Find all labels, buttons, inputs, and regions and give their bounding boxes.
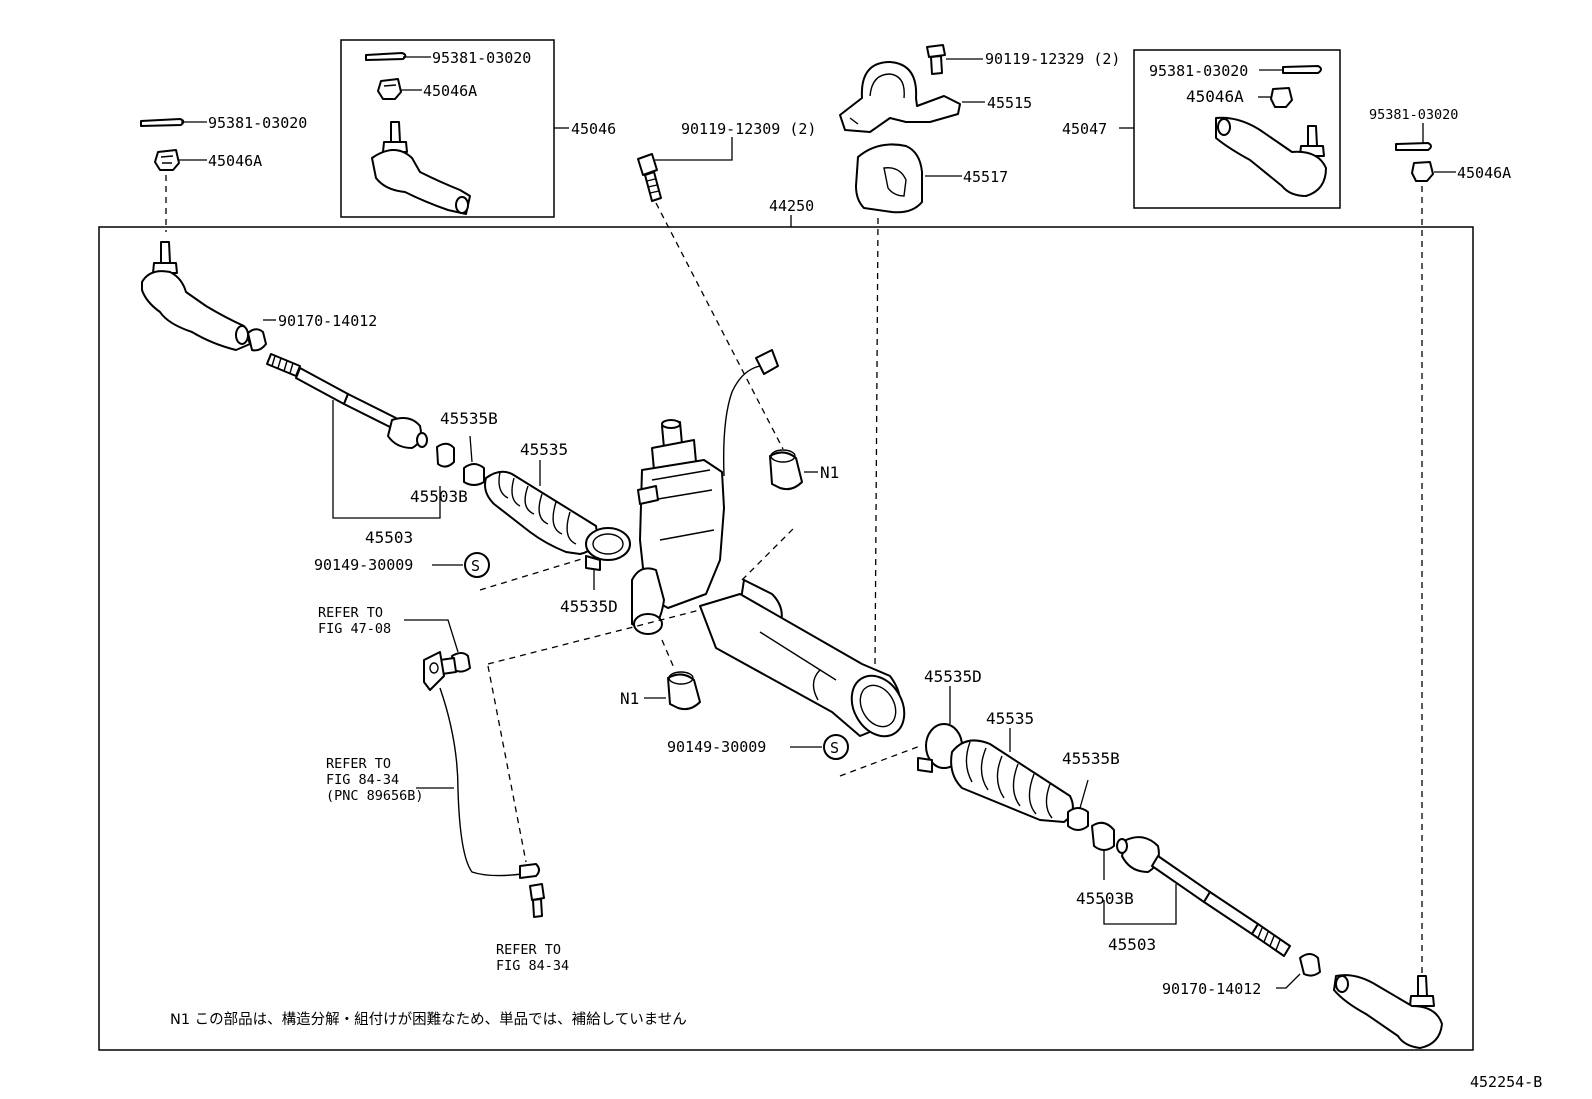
label-fig-84-34-b: FIG 84-34	[496, 958, 569, 974]
note-N1: N1 この部品は、構造分解・組付けが困難なため、単品では、補給していません	[170, 1011, 687, 1028]
label-45047: 45047	[1062, 120, 1107, 138]
bushing-N1-left	[644, 671, 701, 711]
label-44250: 44250	[769, 197, 814, 215]
lock-nut-90170-right	[1276, 953, 1321, 989]
label-45046: 45046	[571, 120, 616, 138]
label-90119-12309: 90119-12309 (2)	[681, 120, 816, 138]
stabilizer-bracket-45515	[839, 61, 961, 133]
bushing-N1-right	[769, 449, 818, 491]
inner-tie-rod-left	[266, 353, 428, 449]
washer-45503B-right	[1091, 821, 1115, 880]
label-90149-30009-left: 90149-30009	[314, 556, 413, 574]
label-45046A-box2: 45046A	[1186, 87, 1244, 106]
label-90170-14012-left: 90170-14012	[278, 312, 377, 330]
label-45535-left: 45535	[520, 440, 568, 459]
bolt-ref-47-08	[439, 652, 471, 675]
label-95381-03020-top-right: 95381-03020	[1369, 107, 1458, 123]
label-45046A-top-right: 45046A	[1457, 164, 1511, 182]
label-45046A-top-left: 45046A	[208, 152, 262, 170]
inner-tie-rod-right	[1116, 836, 1291, 957]
label-45535D-right: 45535D	[924, 667, 982, 686]
bolt-90119-12309	[637, 153, 662, 202]
label-45517: 45517	[963, 168, 1008, 186]
clamp-45535B-left	[463, 435, 485, 486]
grease-symbol-left: S	[464, 552, 490, 578]
label-95381-03020-box1: 95381-03020	[432, 49, 531, 67]
label-S-right: S	[830, 739, 839, 757]
cotter-pin-box1	[365, 52, 431, 61]
label-refer-to-3: REFER TO	[496, 942, 561, 958]
label-45535-right: 45535	[986, 709, 1034, 728]
clamp-45535D-left	[585, 527, 631, 590]
tie-rod-end-left	[141, 241, 251, 351]
tie-rod-end-box1	[371, 121, 471, 215]
castle-nut-box2	[1258, 87, 1293, 108]
label-S-left: S	[471, 557, 480, 575]
washer-45503B-left	[436, 442, 455, 468]
label-45535B-right: 45535B	[1062, 749, 1120, 768]
bolt-ref-84-34	[529, 883, 545, 918]
grommet-45517	[855, 143, 923, 214]
label-95381-03020-box2: 95381-03020	[1149, 62, 1248, 80]
cotter-pin-box2	[1259, 65, 1322, 74]
clamp-45535B-right	[1067, 779, 1089, 831]
label-90149-30009-right: 90149-30009	[667, 738, 766, 756]
label-45503-right: 45503	[1108, 935, 1156, 954]
label-refer-to-2: REFER TO	[326, 756, 391, 772]
cotter-pin-top-right	[1395, 123, 1432, 151]
bolt-90119-12329	[926, 44, 983, 75]
label-45535B-left: 45535B	[440, 409, 498, 428]
kit-box-45047	[1133, 49, 1341, 209]
tie-rod-end-right	[1333, 974, 1443, 1049]
castle-nut-top-left	[154, 149, 207, 171]
label-fig-84-34-a: FIG 84-34	[326, 772, 399, 788]
castle-nut-box1	[377, 78, 422, 100]
lock-nut-90170-left	[247, 319, 276, 352]
label-45535D-left: 45535D	[560, 597, 618, 616]
diagram-id: 452254-B	[1470, 1073, 1542, 1091]
label-pnc-89656B: (PNC 89656B)	[326, 788, 424, 804]
label-45515: 45515	[987, 94, 1032, 112]
boot-45535-right	[950, 728, 1074, 823]
label-95381-03020-top-left: 95381-03020	[208, 114, 307, 132]
speed-sensor-wire	[423, 651, 540, 879]
main-assembly-frame	[98, 226, 1474, 1051]
cotter-pin-top-left	[140, 118, 207, 127]
label-N1-left: N1	[620, 689, 639, 708]
label-45503B-left: 45503B	[410, 487, 468, 506]
label-90170-14012-right: 90170-14012	[1162, 980, 1261, 998]
label-45503B-right: 45503B	[1076, 889, 1134, 908]
castle-nut-top-right	[1411, 161, 1456, 182]
label-45046A-box1: 45046A	[423, 82, 477, 100]
steering-rack-housing	[631, 349, 906, 738]
label-refer-to-1: REFER TO	[318, 605, 383, 621]
label-90119-12329: 90119-12329 (2)	[985, 50, 1120, 68]
label-fig-47-08: FIG 47-08	[318, 621, 391, 637]
tie-rod-end-box2	[1215, 116, 1327, 197]
label-N1-right: N1	[820, 463, 839, 482]
boot-45535-left	[484, 460, 598, 555]
grease-symbol-right: S	[823, 734, 849, 760]
label-45503-left: 45503	[365, 528, 413, 547]
